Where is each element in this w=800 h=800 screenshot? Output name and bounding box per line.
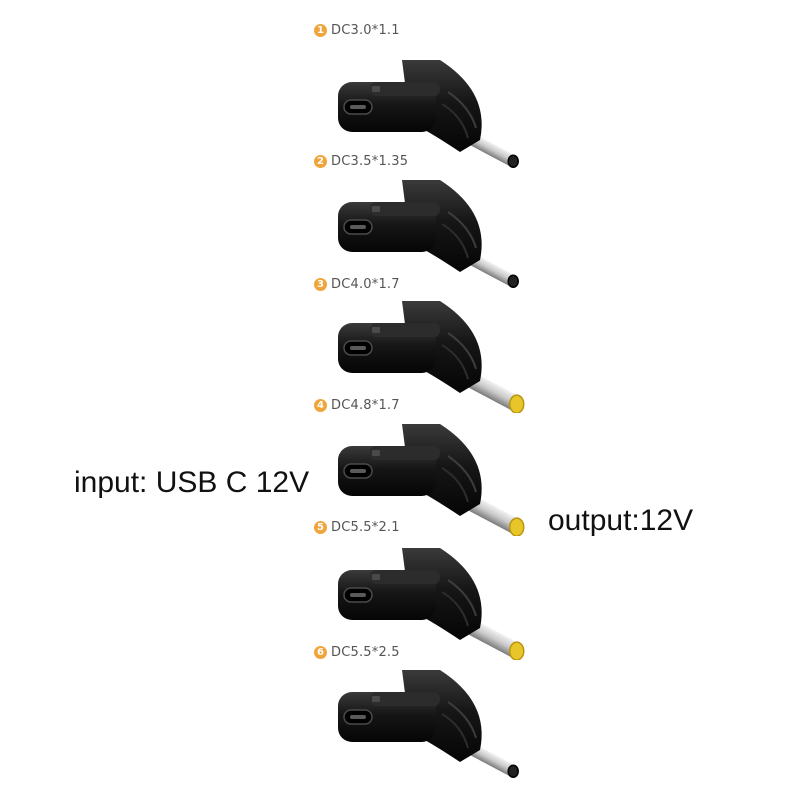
collar-ring [447, 211, 477, 249]
port-tongue [350, 715, 366, 719]
port-tongue [350, 469, 366, 473]
logo-mark [372, 206, 380, 212]
port-tongue [350, 346, 366, 350]
connector-5 [338, 548, 525, 660]
logo-mark [372, 574, 380, 580]
housing-top [370, 323, 440, 337]
number-badge: 2 [314, 154, 327, 168]
logo-mark [372, 86, 380, 92]
item-label-2: 2 DC3.5*1.35 [314, 152, 408, 170]
collar-ring [441, 223, 469, 259]
logo-mark [372, 696, 380, 702]
collar-ring [441, 591, 469, 627]
housing-top [370, 202, 440, 216]
model-text: DC5.5*2.1 [331, 519, 400, 535]
item-label-1: 1 DC3.0*1.1 [314, 21, 400, 39]
number-badge: 4 [314, 398, 327, 412]
model-text: DC4.8*1.7 [331, 397, 400, 413]
housing-top [370, 570, 440, 584]
pin-tip [507, 274, 519, 288]
pin-tip [508, 641, 525, 660]
collar-ring [447, 91, 477, 129]
model-text: DC5.5*2.5 [331, 644, 400, 660]
number-badge: 1 [314, 23, 327, 37]
collar-ring [441, 713, 469, 749]
pin-tip [508, 394, 525, 413]
collar-ring [447, 332, 477, 370]
housing-top [370, 82, 440, 96]
number-badge: 6 [314, 645, 327, 659]
connector-6 [338, 670, 519, 778]
item-label-6: 6 DC5.5*2.5 [314, 643, 400, 661]
housing-top [370, 692, 440, 706]
port-tongue [350, 105, 366, 109]
model-text: DC3.0*1.1 [331, 22, 400, 38]
collar-ring [447, 701, 477, 739]
pin-tip [508, 517, 525, 536]
model-text: DC3.5*1.35 [331, 153, 409, 169]
port-tongue [350, 225, 366, 229]
number-badge: 3 [314, 277, 327, 291]
collar-ring [441, 467, 469, 503]
collar-ring [441, 103, 469, 139]
collar-ring [441, 344, 469, 380]
item-label-4: 4 DC4.8*1.7 [314, 396, 400, 414]
housing-top [370, 446, 440, 460]
collar-ring [447, 579, 477, 617]
collar-ring [447, 455, 477, 493]
logo-mark [372, 450, 380, 456]
model-text: DC4.0*1.7 [331, 276, 400, 292]
connector-4 [338, 424, 525, 536]
number-badge: 5 [314, 520, 327, 534]
logo-mark [372, 327, 380, 333]
pin-tip [507, 764, 519, 778]
connector-2 [338, 180, 519, 288]
connector-1 [338, 60, 519, 168]
pin-tip [507, 154, 519, 168]
output-label: output:12V [548, 504, 694, 537]
input-label: input: USB C 12V [74, 466, 310, 499]
item-label-5: 5 DC5.5*2.1 [314, 518, 400, 536]
port-tongue [350, 593, 366, 597]
connector-3 [338, 301, 525, 413]
item-label-3: 3 DC4.0*1.7 [314, 275, 400, 293]
